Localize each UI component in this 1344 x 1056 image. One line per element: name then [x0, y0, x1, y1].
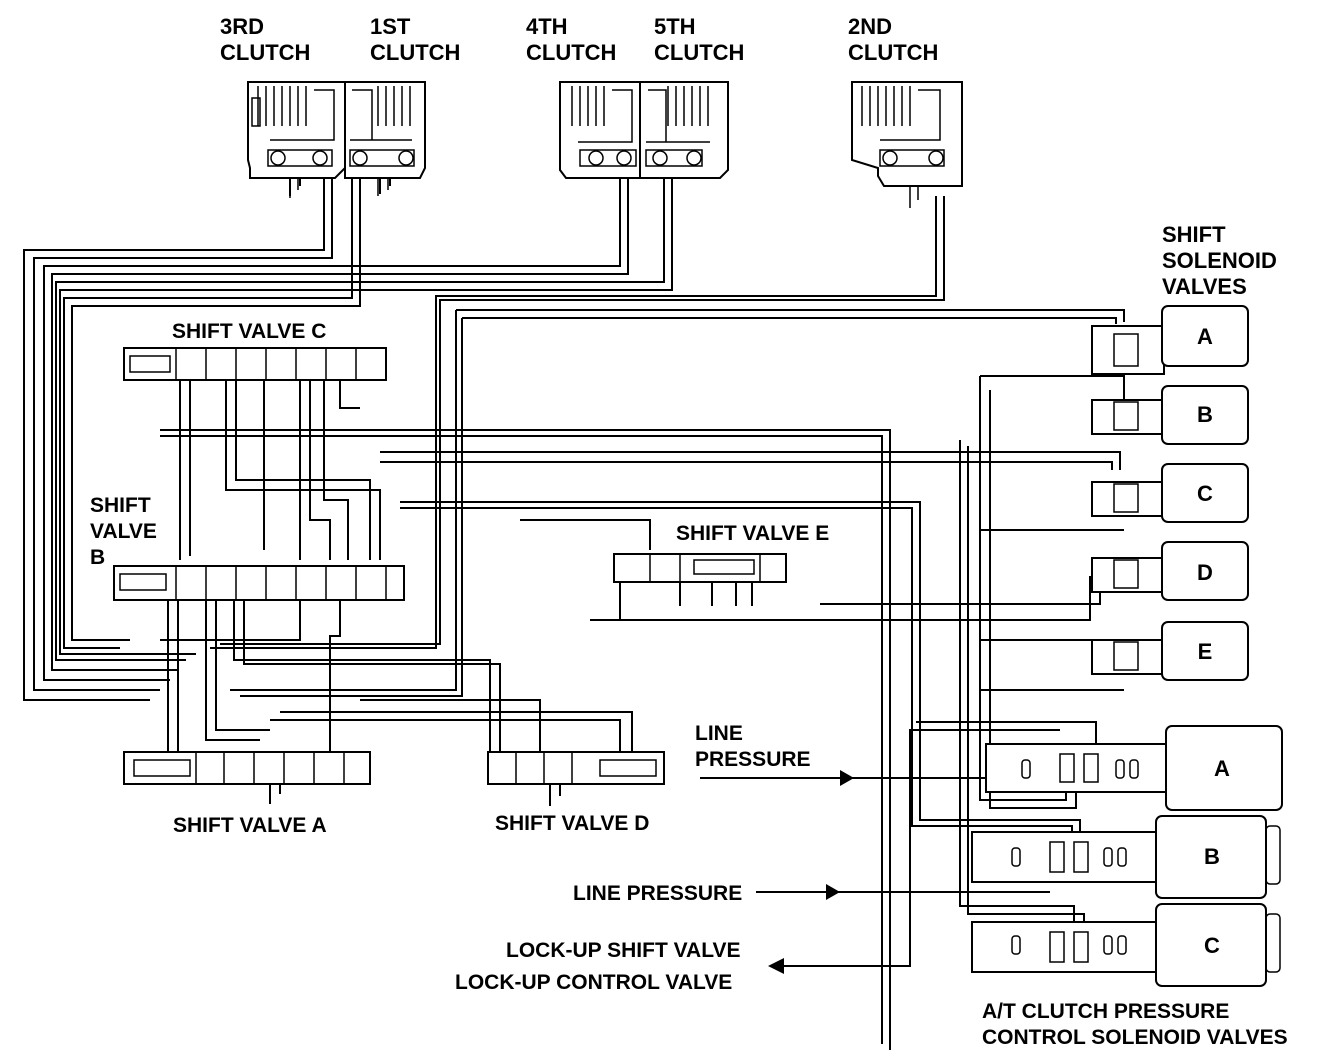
clutch-fifth-label-2: CLUTCH: [654, 40, 744, 65]
line-pressure-label-1a: LINE: [695, 722, 743, 745]
clutch-fifth: [639, 81, 729, 179]
clutch-second-label-1: 2ND: [848, 14, 892, 39]
clutch-fourth: [559, 81, 641, 179]
clutch-second: [851, 81, 963, 208]
clutch-third-label-1: 3RD: [220, 14, 264, 39]
shift-valve-b-body: [113, 565, 405, 601]
shift-solenoid-e-label: E: [1198, 639, 1213, 664]
line-pressure-arrow-icon: [840, 770, 854, 786]
shift-solenoid-title-2: SOLENOID: [1162, 248, 1277, 273]
shift-solenoid-d: [1091, 541, 1249, 601]
shift-solenoid-title: SHIFT SOLENOID VALVES: [1162, 222, 1277, 299]
pressure-solenoid-title-2: CONTROL SOLENOID VALVES: [982, 1026, 1288, 1049]
clutch-fourth-label-1: 4TH: [526, 14, 568, 39]
shift-solenoid-letters: A B C D E: [1197, 324, 1213, 664]
clutch-fifth-label-1: 5TH: [654, 14, 696, 39]
shift-valve-e-body: [613, 553, 787, 583]
lockup-control-valve-label: LOCK-UP CONTROL VALVE: [455, 971, 732, 994]
shift-valve-c-body: [123, 347, 387, 381]
pressure-solenoid-title-1: A/T CLUTCH PRESSURE: [982, 1000, 1229, 1023]
shift-solenoid-c: [1091, 463, 1249, 523]
pressure-solenoid-letters: A B C: [1204, 756, 1230, 958]
arrow-icons: [768, 770, 854, 974]
clutch-first-label-1: 1ST: [370, 14, 411, 39]
clutch-fourth-label-2: CLUTCH: [526, 40, 616, 65]
clutch-third-label-2: CLUTCH: [220, 40, 310, 65]
clutch-third: [247, 81, 346, 198]
clutch-first-label-2: CLUTCH: [370, 40, 460, 65]
lockup-shift-valve-label: LOCK-UP SHIFT VALVE: [506, 939, 741, 962]
pressure-labels: LINE PRESSURE LINE PRESSURE LOCK-UP SHIF…: [455, 722, 811, 994]
shift-valve-d-label: SHIFT VALVE D: [495, 812, 649, 835]
shift-solenoid-b-label: B: [1197, 402, 1213, 427]
line-pressure-label-2: LINE PRESSURE: [573, 882, 742, 905]
shift-solenoid-b: [1091, 385, 1249, 445]
shift-valve-b-label-3: B: [90, 546, 105, 569]
lockup-arrow-icon: [768, 958, 784, 974]
shift-solenoid-title-1: SHIFT: [1162, 222, 1226, 247]
shift-valve-b-label-1: SHIFT: [90, 494, 151, 517]
pressure-solenoid-b: [971, 815, 1281, 899]
shift-valve-a-body: [123, 751, 371, 785]
hydraulic-lines: [23, 178, 1125, 1050]
shift-valve-e-label: SHIFT VALVE E: [676, 522, 829, 545]
clutch-second-label-2: CLUTCH: [848, 40, 938, 65]
pressure-solenoid-title: A/T CLUTCH PRESSURE CONTROL SOLENOID VAL…: [982, 1000, 1288, 1049]
shift-solenoid-title-3: VALVES: [1162, 274, 1247, 299]
shift-valve-b-label-2: VALVE: [90, 520, 157, 543]
shift-solenoid-c-label: C: [1197, 481, 1213, 506]
shift-valve-a-label: SHIFT VALVE A: [173, 814, 327, 837]
clutch-first: [344, 81, 426, 196]
line-pressure-arrow-icon-2: [826, 884, 840, 900]
shift-valve-d-body: [487, 751, 665, 785]
shift-solenoid-a: [1091, 305, 1249, 375]
clutch-labels: 3RD CLUTCH 1ST CLUTCH 4TH CLUTCH 5TH CLU…: [220, 14, 938, 65]
pressure-solenoid-c-label: C: [1204, 933, 1220, 958]
line-pressure-label-1b: PRESSURE: [695, 748, 811, 771]
shift-valve-c-label: SHIFT VALVE C: [172, 320, 326, 343]
shift-valve-labels: SHIFT VALVE C SHIFT VALVE B SHIFT VALVE …: [90, 320, 829, 837]
shift-solenoid-d-label: D: [1197, 560, 1213, 585]
shift-solenoid-a-label: A: [1197, 324, 1213, 349]
pressure-solenoid-b-label: B: [1204, 844, 1220, 869]
pressure-solenoid-a: [985, 725, 1283, 811]
pressure-solenoid-c: [971, 903, 1281, 987]
shift-solenoid-e: [1091, 621, 1249, 681]
pressure-solenoid-a-label: A: [1214, 756, 1230, 781]
